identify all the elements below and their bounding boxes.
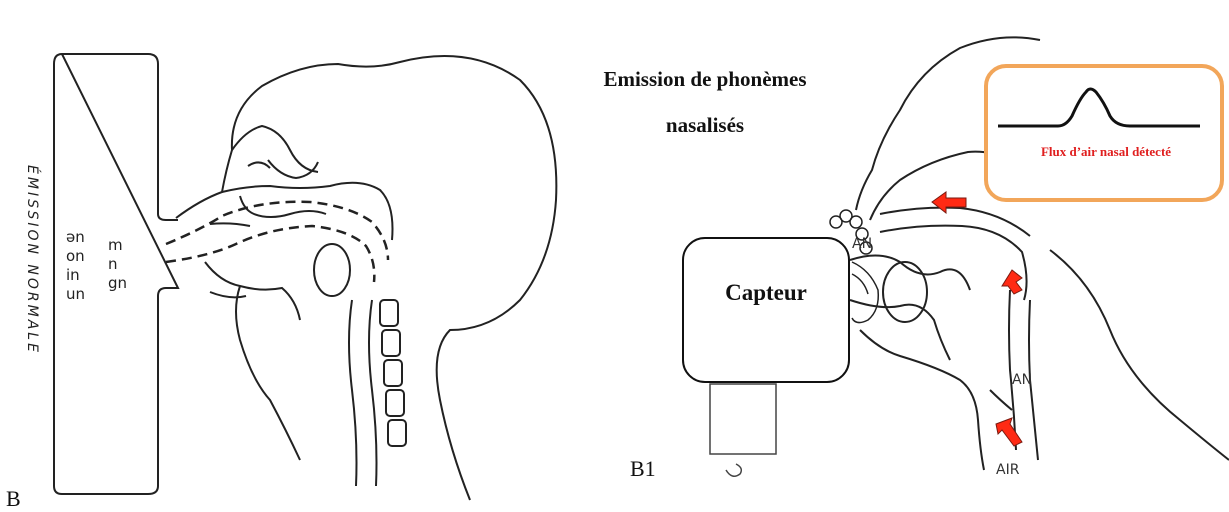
- flow-box-label: Flux d’air nasal détecté: [990, 144, 1222, 160]
- arrow-air: [996, 418, 1022, 446]
- consonant-1: m: [108, 236, 127, 255]
- panel-label-b1: B1: [630, 456, 656, 482]
- vertical-label: ÉMISSION NORMALE: [24, 110, 40, 410]
- left-head-sketch: [176, 56, 556, 500]
- sensor-box: [683, 238, 849, 382]
- panel-label-b: B: [6, 486, 21, 512]
- vowel-list: ən on in un: [66, 228, 85, 304]
- sensor-cable: [726, 464, 741, 476]
- figure-title: Emission de phonèmes nasalisés: [540, 56, 870, 148]
- consonant-3: gn: [108, 274, 127, 293]
- tag-air: AIR: [996, 462, 1019, 478]
- tag-an-upper: AN: [852, 236, 872, 252]
- consonant-2: n: [108, 255, 127, 274]
- flow-detection-box: [986, 66, 1222, 200]
- sensor-stand: [710, 384, 776, 454]
- consonant-list: m n gn: [108, 236, 127, 293]
- arrow-nasal: [932, 192, 966, 213]
- tag-an-lower: AN: [1012, 372, 1032, 388]
- vowel-2: on: [66, 247, 85, 266]
- vowel-1: ən: [66, 228, 85, 247]
- title-line-2: nasalisés: [540, 102, 870, 148]
- arrow-velum: [1002, 270, 1022, 294]
- left-airflow-dashed: [166, 202, 388, 282]
- vowel-4: un: [66, 285, 85, 304]
- vowel-3: in: [66, 266, 85, 285]
- title-line-1: Emission de phonèmes: [540, 56, 870, 102]
- sensor-label: Capteur: [685, 280, 847, 306]
